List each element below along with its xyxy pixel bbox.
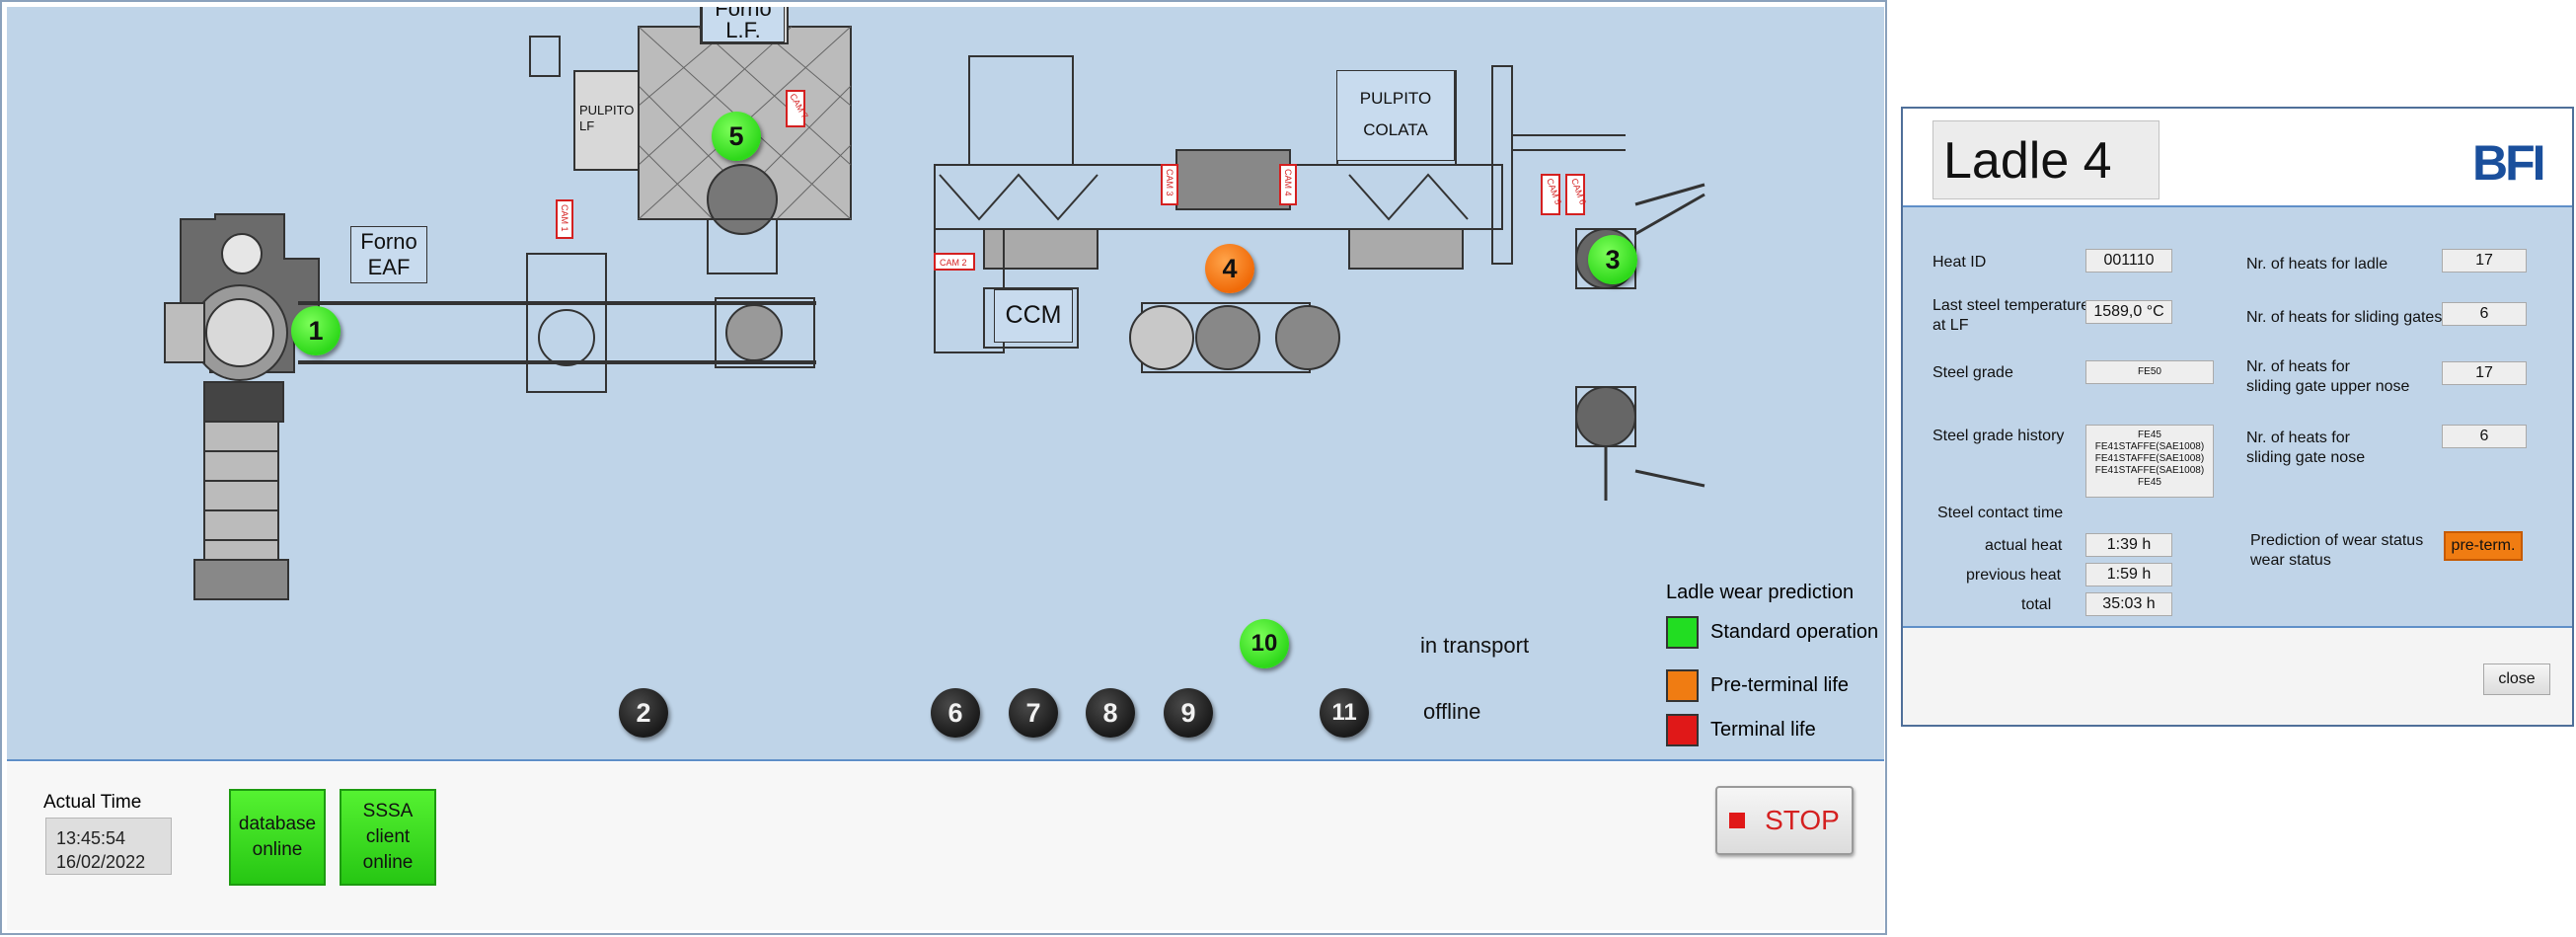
ccm-label: CCM	[994, 289, 1073, 343]
actual-heat-label: actual heat	[1985, 537, 2063, 554]
ladle-10[interactable]: 10	[1240, 619, 1289, 668]
ladle-11[interactable]: 11	[1320, 688, 1369, 738]
plant-layout: CAM 1 CAM 2 CAM 3 CAM 4 CAM 5 CAM 6 CAM …	[7, 7, 1884, 761]
camera-tag: CAM 1	[560, 204, 569, 232]
total-value: 35:03 h	[2085, 592, 2172, 616]
history-item: FE41STAFFE(SAE1008)	[2094, 465, 2205, 476]
forno-lf-label: Forno L.F.	[702, 7, 785, 42]
offline-label: offline	[1423, 699, 1481, 724]
close-button[interactable]: close	[2483, 664, 2550, 695]
history-item: FE41STAFFE(SAE1008)	[2094, 441, 2205, 452]
legend-swatch	[1666, 616, 1699, 649]
actual-time-display: 13:45:54 16/02/2022	[45, 818, 172, 875]
ladle-4[interactable]: 4	[1205, 244, 1254, 293]
dialog-title: Ladle 4	[1932, 120, 2159, 199]
heats-upper-nose-value: 17	[2442, 361, 2527, 385]
ladle-3[interactable]: 3	[1588, 235, 1637, 284]
history-item: FE41STAFFE(SAE1008)	[2094, 453, 2205, 464]
legend-item-standard: Standard operation	[1666, 616, 1878, 649]
heats-ladle-label: Nr. of heats for ladle	[2246, 256, 2388, 273]
legend-label: Standard operation	[1710, 621, 1879, 643]
pulpito-lf-label: PULPITO LF	[579, 103, 635, 133]
stop-button[interactable]: STOP	[1715, 786, 1854, 855]
heats-sliding-gates-value: 6	[2442, 302, 2527, 326]
heat-id-value: 001110	[2085, 249, 2172, 273]
steel-grade-value: FE50	[2085, 360, 2214, 384]
previous-heat-label: previous heat	[1966, 567, 2062, 584]
dialog-body: Heat ID 001110 Last steel temperature at…	[1903, 207, 2572, 628]
ladle-9[interactable]: 9	[1164, 688, 1213, 738]
date-value: 16/02/2022	[56, 852, 146, 872]
legend-label: Terminal life	[1710, 719, 1816, 741]
total-label: total	[2021, 596, 2052, 613]
camera-tag: CAM 3	[1165, 169, 1174, 196]
heats-sliding-gates-label: Nr. of heats for sliding gates	[2246, 309, 2443, 326]
ladle-2[interactable]: 2	[619, 688, 668, 738]
previous-heat-value: 1:59 h	[2085, 563, 2172, 586]
history-item: FE45	[2138, 477, 2161, 488]
heats-nose-value: 6	[2442, 425, 2527, 448]
legend-swatch	[1666, 669, 1699, 702]
legend-swatch	[1666, 714, 1699, 746]
heats-upper-nose-label: Nr. of heats for sliding gate upper nose	[2246, 358, 2410, 395]
ladle-8[interactable]: 8	[1086, 688, 1135, 738]
last-temp-label: Last steel temperature at LF	[1932, 297, 2090, 334]
history-item: FE45	[2138, 429, 2161, 440]
prediction-value: pre-term.	[2444, 531, 2523, 561]
steel-grade-label: Steel grade	[1932, 364, 2013, 381]
legend-item-terminal: Terminal life	[1666, 714, 1816, 746]
steel-contact-time-label: Steel contact time	[1937, 505, 2064, 521]
dialog-header: Ladle 4 BFI	[1903, 109, 2572, 207]
stop-icon	[1729, 813, 1746, 828]
sssa-client-status-button[interactable]: SSSA client online	[340, 789, 436, 886]
camera-tag: CAM 2	[940, 258, 967, 268]
actual-heat-value: 1:39 h	[2085, 533, 2172, 557]
plant-drawing: CAM 1 CAM 2 CAM 3 CAM 4 CAM 5 CAM 6 CAM …	[164, 7, 1705, 600]
legend-label: Pre-terminal life	[1710, 674, 1850, 696]
time-value: 13:45:54	[56, 828, 126, 848]
ladle-detail-dialog: Ladle 4 BFI Heat ID 001110 Last steel te…	[1901, 107, 2574, 727]
forno-eaf-label: Forno EAF	[350, 226, 427, 283]
heats-ladle-value: 17	[2442, 249, 2527, 273]
heat-id-label: Heat ID	[1932, 254, 1987, 271]
actual-time-label: Actual Time	[43, 792, 142, 813]
prediction-label: Prediction of wear status wear status	[2250, 532, 2424, 569]
legend-title: Ladle wear prediction	[1666, 582, 1855, 603]
bfi-logo: BFI	[2472, 135, 2546, 191]
ladle-7[interactable]: 7	[1009, 688, 1058, 738]
pulpito-colata-label: PULPITO COLATA	[1336, 70, 1455, 161]
main-window: CAM 1 CAM 2 CAM 3 CAM 4 CAM 5 CAM 6 CAM …	[0, 0, 1887, 935]
camera-tag: CAM 4	[1283, 169, 1293, 196]
steel-grade-history-label: Steel grade history	[1932, 428, 2065, 444]
ladle-1[interactable]: 1	[291, 306, 341, 355]
database-status-button[interactable]: database online	[229, 789, 326, 886]
bfi-logo-text: BFI	[2472, 135, 2543, 191]
ladle-5[interactable]: 5	[712, 112, 761, 161]
ladle-6[interactable]: 6	[931, 688, 980, 738]
heats-nose-label: Nr. of heats for sliding gate nose	[2246, 429, 2366, 466]
camera-tags: CAM 1 CAM 2 CAM 3 CAM 4 CAM 5 CAM 6 CAM …	[556, 90, 1588, 271]
legend-item-preterminal: Pre-terminal life	[1666, 669, 1849, 702]
steel-grade-history-list: FE45 FE41STAFFE(SAE1008) FE41STAFFE(SAE1…	[2085, 425, 2214, 498]
in-transport-label: in transport	[1420, 633, 1530, 658]
stop-label: STOP	[1765, 805, 1840, 835]
last-temp-value: 1589,0 °C	[2085, 300, 2172, 324]
